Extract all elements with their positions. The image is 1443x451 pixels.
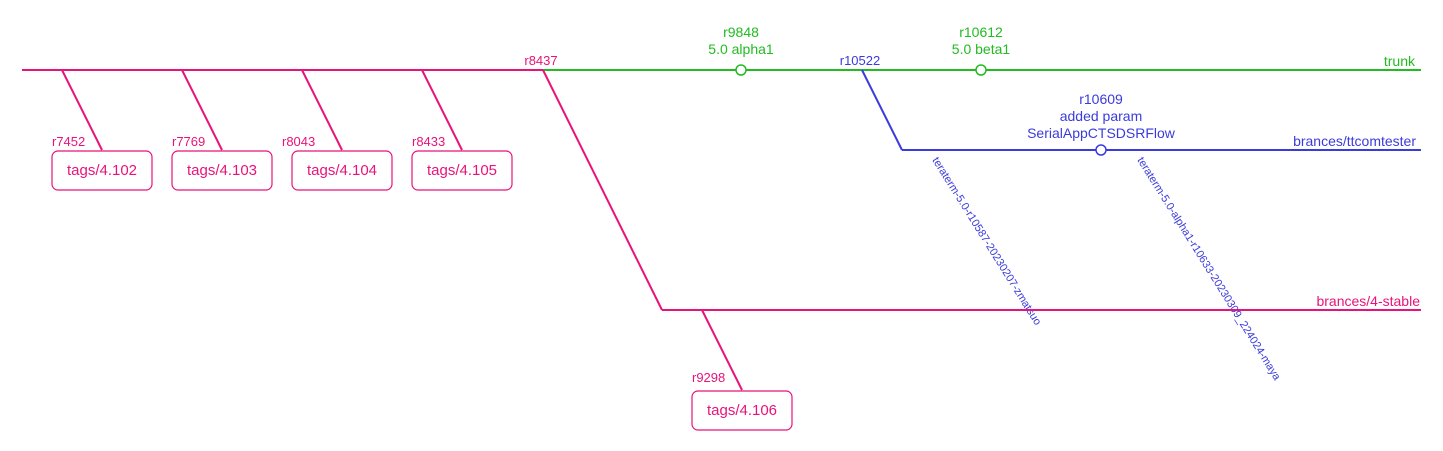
tag-4-104-rev: r8043 bbox=[282, 134, 315, 149]
tag-4-102-link bbox=[61, 69, 103, 151]
feature-branch-diagonal bbox=[861, 69, 903, 151]
feature-branch-label: brances/ttcomtester bbox=[1293, 133, 1416, 149]
milestone-r10612-rev: r10612 bbox=[959, 24, 1003, 40]
tag-4-105-link bbox=[421, 69, 463, 151]
tag-4-104-link bbox=[301, 69, 343, 151]
milestone-r9848-node bbox=[735, 64, 747, 76]
tag-4-106-link bbox=[701, 309, 743, 391]
milestone-r9848-rev: r9848 bbox=[723, 24, 759, 40]
milestone-r10612-node bbox=[975, 64, 987, 76]
trunk-label: trunk bbox=[1384, 53, 1416, 69]
tag-4-102-name: tags/4.102 bbox=[67, 162, 137, 179]
tag-4-103-name: tags/4.103 bbox=[187, 162, 257, 179]
stable-branch-diagonal bbox=[542, 69, 663, 311]
milestone-r9848-label: 5.0 alpha1 bbox=[708, 41, 774, 57]
tag-4-103-box[interactable] bbox=[171, 150, 273, 191]
build-label-zmatsuo: teraterm-5.0-r10587-20230207-zmatsuo bbox=[929, 155, 1043, 327]
tag-4-106-box[interactable] bbox=[691, 390, 793, 431]
tag-4-106-rev: r9298 bbox=[692, 370, 725, 385]
tag-4-104-box[interactable] bbox=[291, 150, 393, 191]
tag-4-106-name: tags/4.106 bbox=[707, 402, 777, 419]
commit-r10609-line1: added param bbox=[1060, 108, 1143, 124]
tag-4-105-rev: r8433 bbox=[412, 134, 445, 149]
rev-r10522: r10522 bbox=[840, 53, 880, 68]
tag-4-105-name: tags/4.105 bbox=[427, 162, 497, 179]
tag-4-102-rev: r7452 bbox=[52, 134, 85, 149]
stable-branch-label: brances/4-stable bbox=[1316, 293, 1420, 309]
commit-r10609-line2: SerialAppCTSDSRFlow bbox=[1027, 125, 1176, 141]
commit-r10609-node bbox=[1095, 144, 1107, 156]
build-label-maya: teraterm-5.0-alpha1-r10633-20230309_2240… bbox=[1134, 155, 1283, 383]
rev-r8437: r8437 bbox=[524, 53, 557, 68]
tag-4-102-box[interactable] bbox=[51, 150, 153, 191]
commit-r10609-rev: r10609 bbox=[1079, 91, 1123, 107]
tag-4-105-box[interactable] bbox=[411, 150, 513, 191]
tag-4-103-rev: r7769 bbox=[172, 134, 205, 149]
tag-4-103-link bbox=[181, 69, 223, 151]
tag-4-104-name: tags/4.104 bbox=[307, 162, 377, 179]
milestone-r10612-label: 5.0 beta1 bbox=[952, 41, 1011, 57]
